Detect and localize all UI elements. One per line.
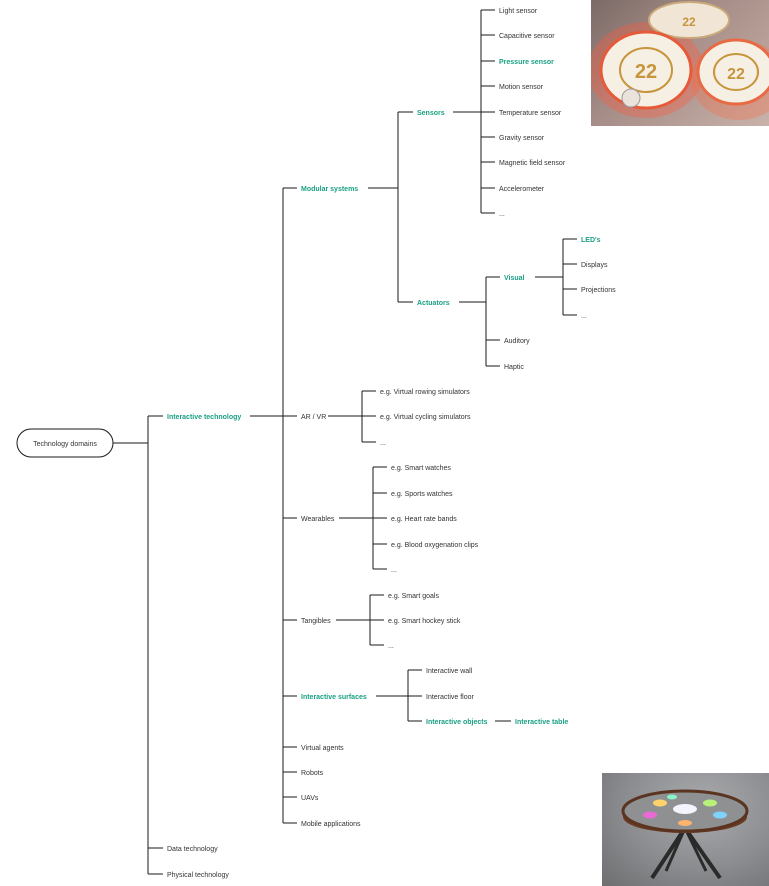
token-top [648, 1, 730, 39]
wearables-label: Wearables [301, 516, 335, 523]
token-right [696, 38, 769, 106]
interactive-surfaces-label: Interactive surfaces [301, 694, 367, 701]
interactive-technology-label: Interactive technology [167, 414, 241, 421]
leds-label: LED's [581, 237, 601, 244]
token-top-number: 22 [682, 15, 696, 29]
gravity-sensor-label: Gravity sensor [499, 135, 545, 142]
table-illustration [621, 789, 749, 880]
visual-more-label: ... [581, 313, 587, 320]
mobile-applications-label: Mobile applications [301, 821, 361, 828]
cycling-simulators-label: e.g. Virtual cycling simulators [380, 414, 471, 421]
virtual-agents-label: Virtual agents [301, 745, 344, 752]
heart-rate-bands-label: e.g. Heart rate bands [391, 516, 457, 523]
token-right-number: 22 [727, 66, 745, 83]
temperature-sensor-label: Temperature sensor [499, 110, 562, 117]
actuators-label: Actuators [417, 300, 450, 307]
visual-label: Visual [504, 275, 525, 282]
interactive-table-photo [602, 773, 769, 886]
data-technology-label: Data technology [167, 846, 218, 853]
ball [621, 88, 641, 108]
robots-label: Robots [301, 770, 324, 777]
sensors-more-label: ... [499, 211, 505, 218]
smart-hockey-stick-label: e.g. Smart hockey stick [388, 618, 461, 625]
motion-sensor-label: Motion sensor [499, 84, 544, 91]
smart-watches-label: e.g. Smart watches [391, 465, 451, 472]
uavs-label: UAVs [301, 795, 319, 802]
tangibles-label: Tangibles [301, 618, 331, 625]
magnetic-field-sensor-label: Magnetic field sensor [499, 160, 566, 167]
physical-technology-label: Physical technology [167, 872, 229, 879]
sensors-label: Sensors [417, 110, 445, 117]
capacitive-sensor-label: Capacitive sensor [499, 33, 555, 40]
light-sensor-label: Light sensor [499, 8, 538, 15]
interactive-floor-label: Interactive floor [426, 694, 475, 701]
displays-label: Displays [581, 262, 608, 269]
auditory-label: Auditory [504, 338, 530, 345]
arvr-label: AR / VR [301, 414, 326, 421]
sports-watches-label: e.g. Sports watches [391, 491, 453, 498]
pressure-sensor-label: Pressure sensor [499, 59, 554, 66]
tangibles-more-label: ... [388, 643, 394, 650]
rowing-simulators-label: e.g. Virtual rowing simulators [380, 389, 470, 396]
interactive-objects-label: Interactive objects [426, 719, 488, 726]
haptic-label: Haptic [504, 364, 524, 371]
accelerometer-label: Accelerometer [499, 186, 545, 193]
tokens-photo: 22 22 22 [591, 0, 769, 126]
modular-systems-label: Modular systems [301, 186, 358, 193]
root-label: Technology domains [33, 441, 97, 448]
token-left-number: 22 [635, 61, 657, 83]
projections-label: Projections [581, 287, 616, 294]
interactive-table-label: Interactive table [515, 719, 568, 726]
interactive-wall-label: Interactive wall [426, 668, 473, 675]
blood-oxygenation-clips-label: e.g. Blood oxygenation clips [391, 542, 479, 549]
token-left [599, 30, 693, 110]
arvr-more-label: ... [380, 440, 386, 447]
wearables-more-label: ... [391, 567, 397, 574]
tokens-illustration: 22 22 22 [591, 1, 769, 120]
smart-goals-label: e.g. Smart goals [388, 593, 439, 600]
